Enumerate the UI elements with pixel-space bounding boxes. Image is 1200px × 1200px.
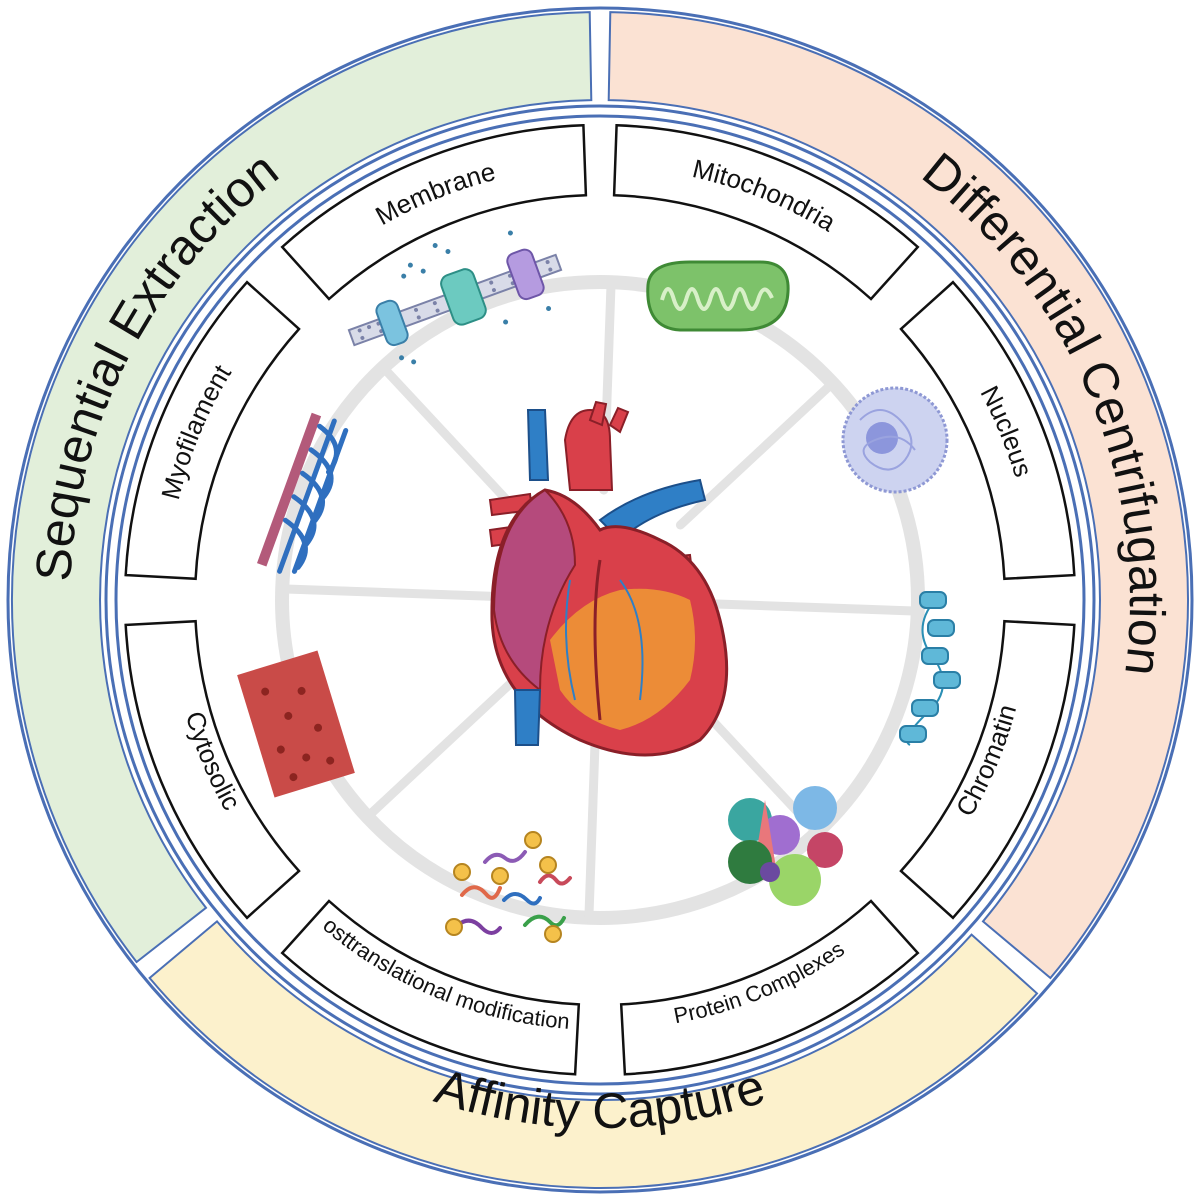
fraction-box-ptm: [280, 899, 581, 1076]
inner-ring-outer: [104, 104, 1096, 1096]
fraction-box-mitochondria: [612, 124, 920, 301]
fraction-wheel: [275, 275, 925, 925]
mitochondria-icon: [646, 260, 790, 332]
fraction-box-chromatin: [899, 619, 1076, 920]
fraction-boxes: [124, 124, 1076, 1076]
wheel-spoke: [705, 599, 923, 616]
method-arc-sequential-extraction: [11, 11, 593, 964]
method-arc-differential-centrifugation: [607, 11, 1189, 980]
method-band: [11, 11, 1189, 1189]
nucleus-icon: [841, 386, 949, 494]
heart-icon: [488, 400, 729, 757]
wheel-rim: [275, 275, 925, 925]
wheel-spoke: [675, 378, 838, 530]
method-arc-affinity-capture: [148, 919, 1039, 1189]
ptm-peptide-icon: [445, 831, 572, 943]
fraction-box-nucleus: [899, 280, 1076, 581]
fraction-box-cytosolic: [124, 619, 301, 920]
myofilament-icon: [257, 412, 349, 574]
fraction-box-protein-complexes: [619, 899, 920, 1076]
fraction-box-membrane: [280, 124, 588, 301]
chromatin-icon: [899, 591, 961, 746]
wheel-spoke: [277, 584, 495, 601]
cytosol-icon: [237, 650, 355, 798]
membrane-channel-icon: [347, 230, 563, 365]
wheel-spoke: [362, 670, 525, 822]
protein-complex-icon: [728, 786, 843, 906]
fraction-box-myofilament: [124, 280, 301, 581]
wheel-spoke: [378, 362, 530, 525]
